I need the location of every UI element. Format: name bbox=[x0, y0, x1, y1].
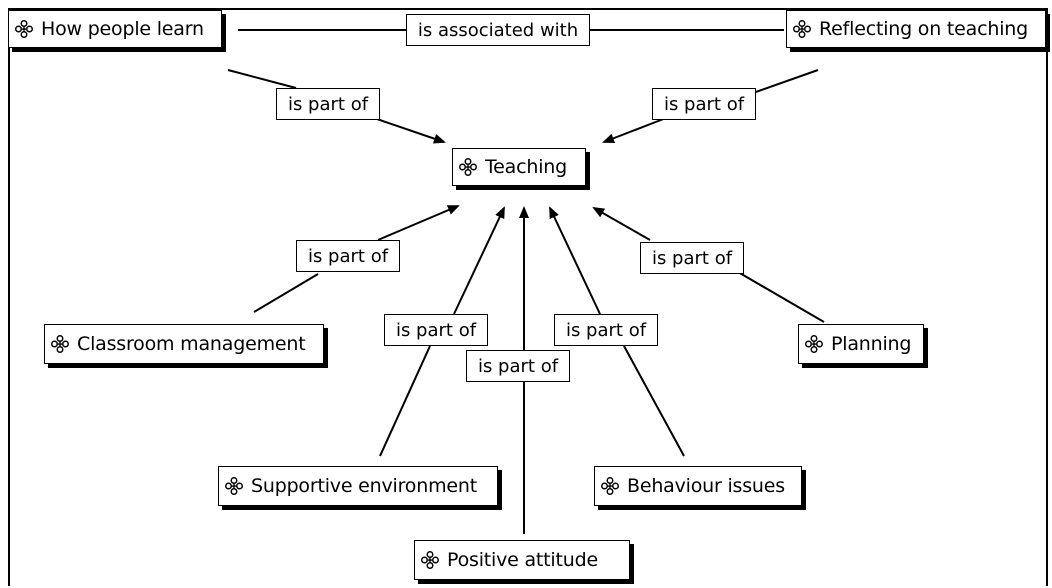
edge-how-people-learn-to-label bbox=[227, 69, 297, 89]
edge-classroom-to-teaching bbox=[377, 205, 460, 241]
concept-classroom-management[interactable]: Classroom management bbox=[44, 324, 324, 364]
concept-label-supportive-environment: Supportive environment bbox=[251, 475, 477, 497]
link-label-positive-attitude[interactable]: is part of bbox=[466, 350, 570, 382]
concept-planning[interactable]: Planning bbox=[798, 324, 924, 364]
concept-node-icon bbox=[793, 20, 811, 38]
concept-label-planning: Planning bbox=[831, 333, 912, 355]
edge-reflecting-to-teaching bbox=[602, 117, 667, 144]
concept-teaching[interactable]: Teaching bbox=[452, 148, 586, 186]
concept-node-icon bbox=[51, 335, 69, 353]
concept-label-teaching: Teaching bbox=[485, 156, 567, 178]
concept-node-icon bbox=[601, 477, 619, 495]
edge-classroom-to-label bbox=[253, 273, 319, 313]
concept-node-icon bbox=[805, 335, 823, 353]
concept-positive-attitude[interactable]: Positive attitude bbox=[414, 540, 630, 580]
concept-label-classroom-management: Classroom management bbox=[77, 333, 306, 355]
concept-node-icon bbox=[225, 477, 243, 495]
concept-supportive-environment[interactable]: Supportive environment bbox=[218, 466, 498, 506]
concept-behaviour-issues[interactable]: Behaviour issues bbox=[594, 466, 802, 506]
edge-reflecting-to-label bbox=[749, 69, 819, 95]
concept-reflecting-on-teaching[interactable]: Reflecting on teaching bbox=[786, 10, 1046, 48]
link-label-reflecting-on-teaching[interactable]: is part of bbox=[652, 88, 756, 120]
link-label-behaviour-issues[interactable]: is part of bbox=[554, 314, 658, 346]
edge-supportive-to-label bbox=[379, 345, 431, 457]
link-label-classroom-management[interactable]: is part of bbox=[296, 240, 400, 272]
concept-label-behaviour-issues: Behaviour issues bbox=[627, 475, 785, 497]
concept-node-icon bbox=[459, 158, 477, 176]
edge-how-people-learn-to-teaching bbox=[373, 117, 446, 144]
link-label-association[interactable]: is associated with bbox=[406, 14, 590, 46]
concept-label-positive-attitude: Positive attitude bbox=[447, 549, 598, 571]
link-label-planning[interactable]: is part of bbox=[640, 242, 744, 274]
edge-planning-to-label bbox=[737, 271, 825, 323]
edge-behaviour-to-teaching bbox=[549, 206, 601, 315]
link-label-supportive-environment[interactable]: is part of bbox=[384, 314, 488, 346]
edge-behaviour-to-label bbox=[623, 345, 685, 457]
concept-label-how-people-learn: How people learn bbox=[41, 18, 204, 40]
concept-node-icon bbox=[15, 20, 33, 38]
link-label-how-people-learn[interactable]: is part of bbox=[276, 88, 380, 120]
concept-how-people-learn[interactable]: How people learn bbox=[8, 10, 222, 48]
edge-supportive-to-teaching bbox=[453, 206, 505, 315]
edge-planning-to-teaching bbox=[592, 207, 651, 241]
concept-label-reflecting-on-teaching: Reflecting on teaching bbox=[819, 18, 1028, 40]
concept-node-icon bbox=[421, 551, 439, 569]
